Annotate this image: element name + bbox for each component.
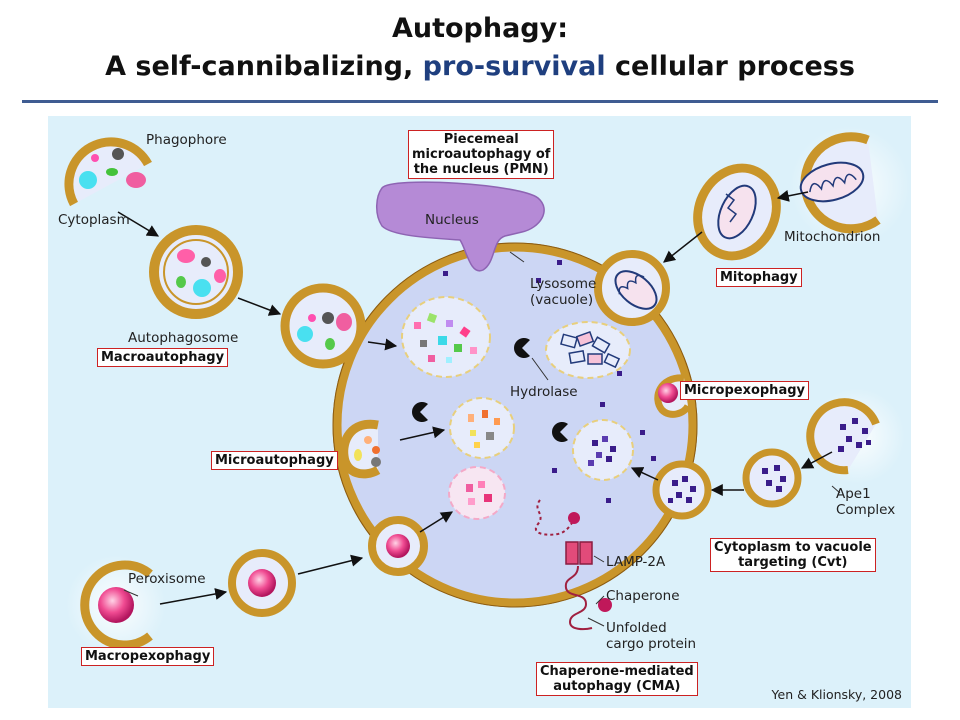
box-micropexophagy: Micropexophagy — [680, 381, 809, 400]
label-hydrolase: Hydrolase — [510, 384, 578, 400]
arrows — [117, 189, 833, 605]
title-line-2-start: A self-cannibalizing, — [105, 51, 423, 82]
label-nucleus: Nucleus — [425, 212, 479, 228]
label-phagophore: Phagophore — [146, 132, 227, 148]
label-cargo-protein: cargo protein — [606, 636, 696, 652]
label-lysosome: Lysosome — [530, 276, 596, 292]
box-macropexophagy: Macropexophagy — [81, 647, 215, 666]
cvt-vesicle — [742, 448, 802, 508]
scattered-particles — [443, 260, 656, 503]
lamp2a-chaperone — [535, 499, 612, 631]
leader-lines — [123, 251, 841, 627]
peroxisome-phagophore — [66, 555, 166, 655]
title-line-1: Autophagy: — [391, 13, 569, 44]
autophagosome-cell — [149, 225, 243, 319]
box-cma-line-1: Chaperone-mediated — [540, 664, 694, 679]
nucleus — [376, 181, 545, 272]
label-vacuole: (vacuole) — [530, 292, 593, 308]
label-mitochondrion: Mitochondrion — [784, 229, 880, 245]
slide-title: Autophagy: A self-cannibalizing, pro-sur… — [0, 10, 960, 86]
ape1-phagophore — [806, 388, 905, 484]
label-unfolded: Unfolded — [606, 620, 667, 636]
label-autophagosome: Autophagosome — [128, 330, 238, 346]
title-line-2: A self-cannibalizing, pro-survival cellu… — [0, 48, 960, 86]
title-highlight: pro-survival — [422, 51, 606, 82]
box-mitophagy: Mitophagy — [716, 268, 802, 287]
microautophagy-invagination — [339, 419, 381, 479]
mitophagosome — [693, 163, 781, 261]
box-cma: Chaperone-mediated autophagy (CMA) — [536, 662, 698, 696]
box-pmn-line-2: microautophagy of — [412, 147, 551, 162]
vesicle-micro — [449, 397, 515, 459]
box-cvt: Cytoplasm to vacuole targeting (Cvt) — [710, 538, 876, 572]
label-lamp2a: LAMP-2A — [606, 554, 666, 570]
box-cvt-line-2: targeting (Cvt) — [738, 555, 848, 570]
box-macroautophagy: Macroautophagy — [97, 348, 229, 367]
label-complex: Complex — [836, 502, 895, 518]
citation: Yen & Klionsky, 2008 — [771, 687, 902, 702]
vesicle-cvt — [572, 419, 634, 481]
vesicle-macro — [401, 296, 491, 378]
box-microautophagy: Microautophagy — [211, 451, 338, 470]
cvt-fusing — [652, 460, 712, 520]
pexophagy-fusing — [368, 516, 428, 576]
label-ape1: Ape1 — [836, 486, 871, 502]
box-pmn-line-1: Piecemeal — [443, 132, 519, 147]
label-peroxisome: Peroxisome — [128, 571, 206, 587]
box-pmn-line-3: the nucleus (PMN) — [413, 162, 549, 177]
fusing-autophagosome — [280, 283, 366, 369]
pexophagosome — [228, 549, 296, 617]
vesicle-pexo — [448, 466, 506, 520]
label-chaperone: Chaperone — [606, 588, 680, 604]
label-cytoplasm: Cytoplasm — [58, 212, 130, 228]
mitochondrion-phagophore — [790, 126, 910, 246]
mitophagy-fusing — [594, 250, 670, 326]
title-divider — [22, 100, 938, 103]
phagophore — [64, 137, 152, 207]
box-cvt-line-1: Cytoplasm to vacuole — [714, 540, 872, 555]
vesicle-mito — [545, 321, 631, 379]
box-cma-line-2: autophagy (CMA) — [553, 679, 681, 694]
box-pmn: Piecemeal microautophagy of the nucleus … — [408, 130, 555, 179]
hydrolase-icons — [412, 338, 568, 443]
title-line-2-end: cellular process — [605, 51, 855, 82]
